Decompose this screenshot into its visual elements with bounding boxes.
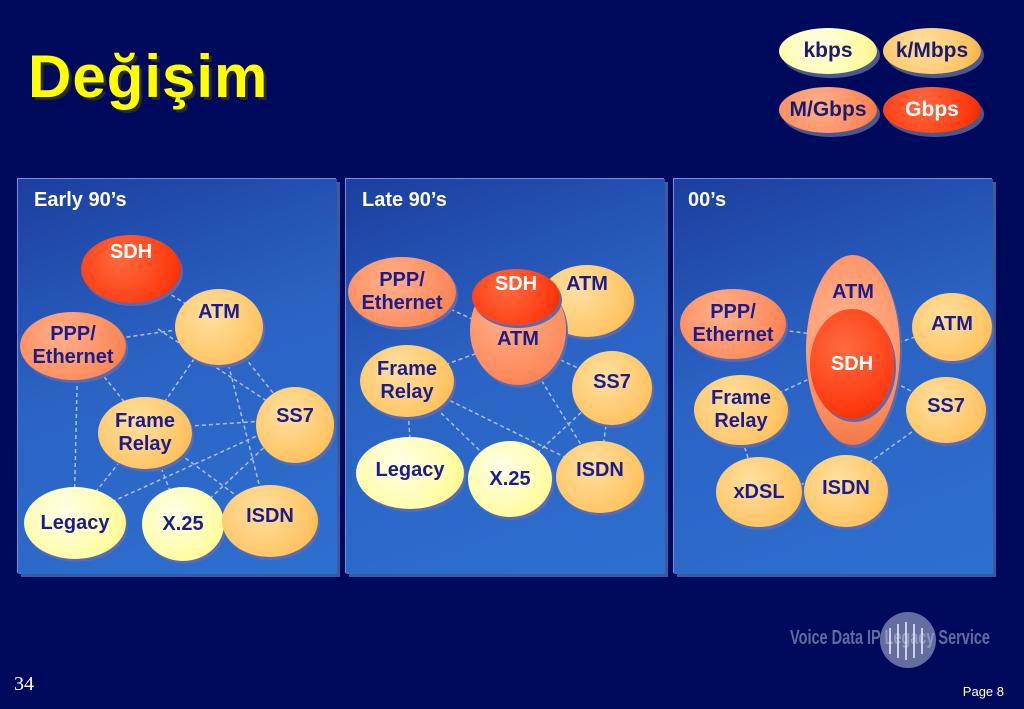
node-sdh: SDH [472, 269, 560, 325]
node-frame-relay: Frame Relay [98, 397, 192, 469]
page-label: Page 8 [962, 684, 1004, 699]
node-isdn: ISDN [222, 485, 318, 557]
panel-early-90s: Early 90’s SDH ATM PPP/ Ethernet Frame R… [18, 179, 337, 574]
node-x25: X.25 [142, 487, 224, 561]
node-atm: ATM [912, 293, 992, 361]
legend-kmbps: k/Mbps [883, 28, 981, 74]
slide-title: Değişim [28, 43, 269, 110]
node-ss7: SS7 [906, 377, 986, 443]
node-legacy: Legacy [24, 487, 126, 559]
slide-number: 34 [14, 673, 34, 695]
node-frame-relay: Frame Relay [694, 375, 788, 445]
node-ppp-ethernet: PPP/ Ethernet [348, 257, 456, 327]
voice-data-logo: Voice Data IP Legacy Service [790, 612, 990, 668]
node-atm: ATM [175, 289, 263, 365]
node-isdn: ISDN [804, 455, 888, 527]
node-xdsl: xDSL [716, 457, 802, 527]
node-sdh: SDH [81, 235, 181, 303]
legend-kbps: kbps [779, 28, 877, 74]
panel-00s: 00’s ATM SDH PPP/ Ethernet ATM Frame Rel… [674, 179, 993, 574]
node-ppp-ethernet: PPP/ Ethernet [20, 312, 126, 380]
panel-title: Early 90’s [34, 189, 127, 211]
panel-late-90s: Late 90’s PPP/ Ethernet ATM ATM SDH Fram… [346, 179, 665, 574]
node-isdn: ISDN [556, 441, 644, 513]
legend-mgbps: M/Gbps [779, 87, 877, 133]
node-ss7: SS7 [256, 387, 334, 463]
node-x25: X.25 [468, 441, 552, 517]
node-sdh: SDH [810, 309, 894, 419]
panel-title: Late 90’s [362, 189, 447, 211]
panel-title: 00’s [688, 189, 727, 211]
node-frame-relay: Frame Relay [360, 345, 454, 417]
node-ppp-ethernet: PPP/ Ethernet [680, 289, 786, 359]
node-legacy: Legacy [356, 437, 464, 509]
node-ss7: SS7 [572, 351, 652, 425]
legend-gbps: Gbps [883, 87, 981, 133]
